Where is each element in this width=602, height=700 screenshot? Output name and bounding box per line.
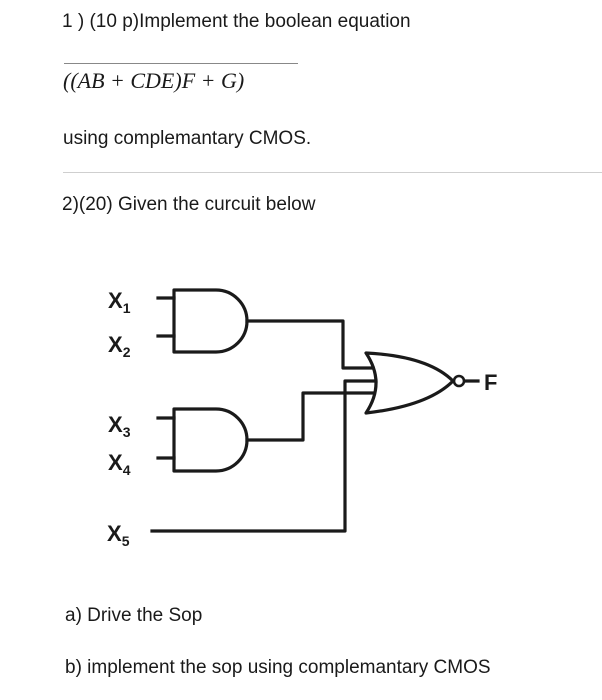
question-1-heading: 1 ) (10 p)Implement the boolean equation — [62, 11, 411, 32]
label-x2: X2 — [108, 332, 131, 360]
equation-overbar — [64, 63, 298, 64]
question-2-heading: 2)(20) Given the curcuit below — [62, 194, 316, 215]
inverter-bubble — [452, 374, 466, 388]
label-x4: X4 — [108, 450, 131, 478]
and-gate-1 — [172, 288, 249, 354]
part-a-text: a) Drive the Sop — [65, 605, 203, 626]
label-x1: X1 — [108, 288, 131, 316]
section-divider — [63, 172, 602, 173]
question-1-tail: using complemantary CMOS. — [63, 128, 312, 149]
and-gate-2 — [172, 407, 249, 473]
label-x3: X3 — [108, 412, 131, 440]
wire-x5-to-or — [150, 379, 378, 533]
label-x5: X5 — [107, 521, 130, 549]
part-b-text: b) implement the sop using complemantary… — [65, 657, 491, 678]
wire-gate2-to-or — [245, 391, 375, 442]
label-output-f: F — [484, 370, 497, 395]
wire-gate1-to-or — [245, 319, 375, 370]
or-gate — [364, 351, 455, 415]
boolean-equation: ((AB + CDE)F + G) — [63, 68, 245, 93]
